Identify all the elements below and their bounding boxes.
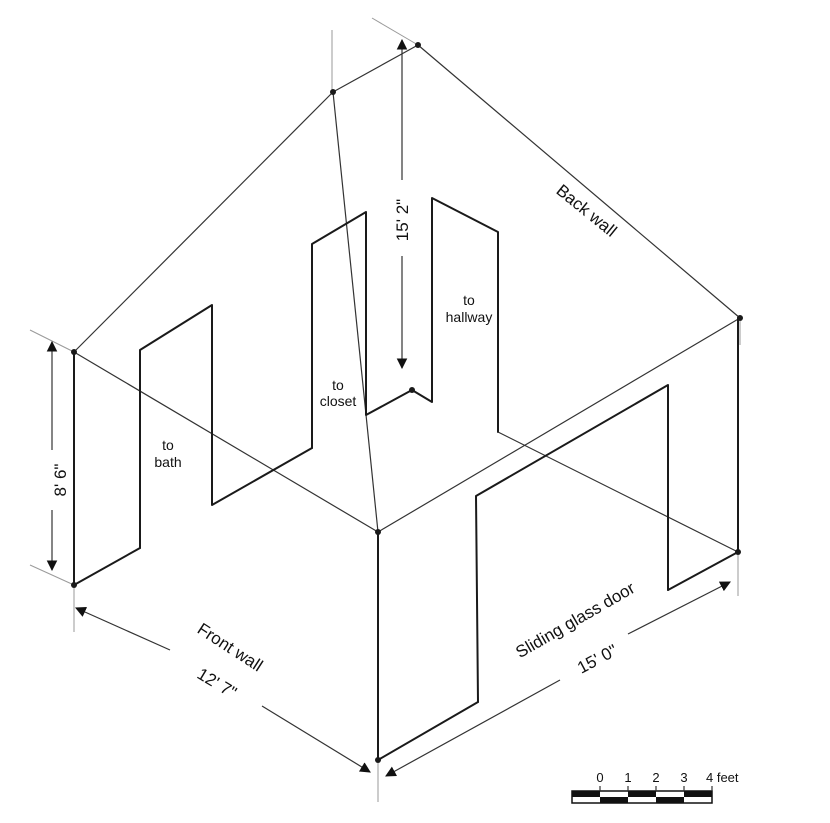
dimension-side-length: 15' 0" [385,581,731,777]
label-to-bath: to bath [154,437,181,470]
extension-lines [29,17,741,802]
label-to-closet-line1: to [332,377,344,393]
door-to-closet [311,211,413,449]
label-to-closet-line2: closet [320,393,357,409]
dimension-height: 8' 6" [46,340,70,572]
label-to-closet: to closet [320,377,357,409]
label-to-hallway-line1: to [463,292,475,308]
dimension-front-width-label: 12' 7" [194,664,240,702]
scale-tick-1: 1 [624,770,631,785]
sliding-door-label: Sliding glass door [512,578,638,662]
back-wall-label: Back wall [553,181,621,241]
ceiling-outline [73,44,741,533]
scale-bar: 0 1 2 3 4 feet [571,770,739,804]
label-to-hallway: to hallway [446,292,493,325]
scale-tick-3: 3 [680,770,687,785]
vertex-dots [71,42,743,763]
dimension-side-length-label: 15' 0" [574,641,620,678]
door-to-bath [139,304,313,549]
scale-tick-2: 2 [652,770,659,785]
scale-tick-0: 0 [596,770,603,785]
label-to-hallway-line2: hallway [446,309,493,325]
label-to-bath-line1: to [162,437,174,453]
door-to-hallway [411,197,499,433]
dimension-depth-label: 15' 2" [393,199,412,241]
dimension-depth: 15' 2" [393,38,412,370]
room-walls [73,317,739,761]
scale-tick-4: 4 feet [706,770,739,785]
dimension-height-label: 8' 6" [51,464,70,497]
label-to-bath-line2: bath [154,454,181,470]
sliding-glass-door [475,384,739,703]
